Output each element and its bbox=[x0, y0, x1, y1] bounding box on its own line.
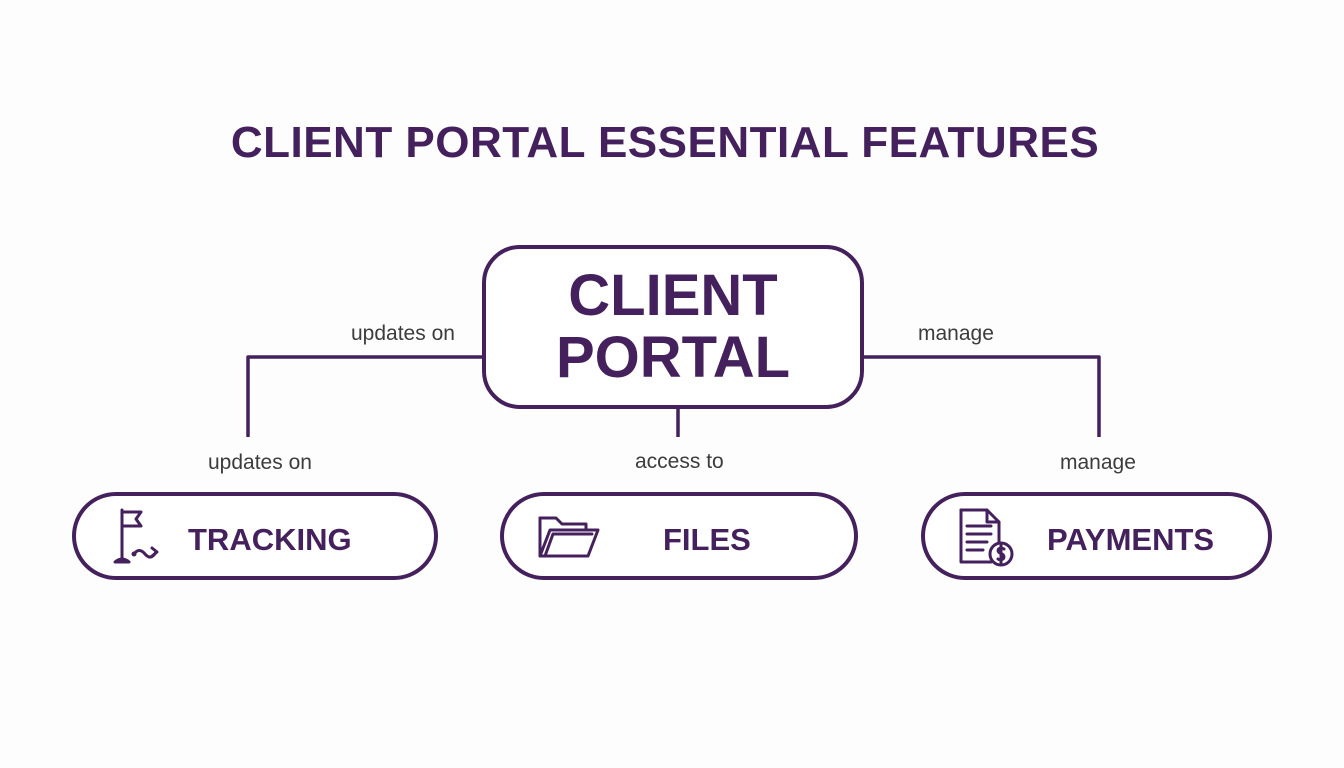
folder-icon bbox=[538, 516, 600, 558]
diagram-title: CLIENT PORTAL ESSENTIAL FEATURES bbox=[230, 118, 1100, 167]
flag-route-icon bbox=[113, 508, 159, 564]
edge-label-tracking-upper: updates on bbox=[351, 322, 455, 345]
invoice-dollar-icon bbox=[959, 508, 1014, 567]
feature-node-tracking: TRACKING bbox=[72, 492, 438, 580]
connector-tracking bbox=[246, 355, 482, 437]
feature-node-payments: PAYMENTS bbox=[921, 492, 1272, 580]
central-node-line-2: PORTAL bbox=[555, 325, 791, 390]
edge-label-payments-lower: manage bbox=[1060, 451, 1136, 474]
edge-label-files: access to bbox=[635, 450, 724, 473]
feature-label-files: FILES bbox=[663, 522, 751, 557]
central-node-line-1: CLIENT bbox=[568, 263, 778, 328]
feature-label-payments: PAYMENTS bbox=[1047, 522, 1215, 557]
feature-node-files: FILES bbox=[500, 492, 858, 580]
central-node-client-portal: CLIENT PORTAL bbox=[482, 245, 864, 409]
connector-payments bbox=[864, 355, 1101, 437]
edge-label-tracking-lower: updates on bbox=[208, 451, 312, 474]
edge-label-payments-upper: manage bbox=[918, 322, 994, 345]
feature-label-tracking: TRACKING bbox=[188, 522, 352, 557]
